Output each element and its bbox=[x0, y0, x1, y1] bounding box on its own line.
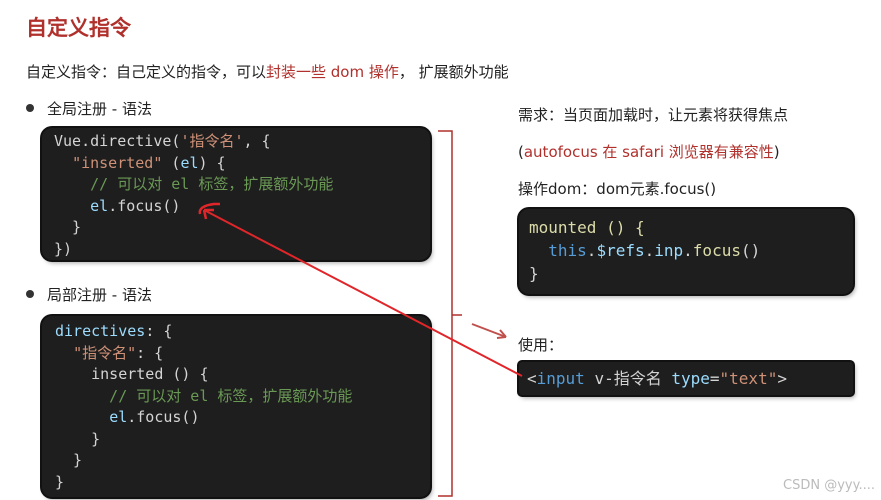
code-token: .focus() bbox=[127, 408, 200, 426]
bullet-label: 全局注册 - 语法 bbox=[47, 100, 152, 118]
compat-note-text: autofocus 在 safari 浏览器有兼容性 bbox=[523, 143, 774, 161]
code-token: // 可以对 el 标签，扩展额外功能 bbox=[54, 175, 334, 193]
code-token: } bbox=[55, 451, 83, 469]
usage-code-block: <input v-指令名 type="text"> bbox=[519, 362, 853, 395]
bullet-dot bbox=[26, 103, 34, 112]
code-token: $refs bbox=[596, 241, 645, 260]
watermark: CSDN @yyy.... bbox=[783, 478, 875, 493]
code-token: '指令名' bbox=[180, 132, 244, 150]
code-token: el bbox=[109, 408, 128, 426]
code-token: "text" bbox=[719, 369, 778, 388]
code-token: input bbox=[536, 369, 585, 388]
code-token: directives bbox=[55, 322, 146, 340]
code-line: this.$refs.inp.focus() bbox=[529, 239, 853, 262]
requirement-text: 需求：当页面加载时，让元素将获得焦点 bbox=[518, 106, 789, 124]
intro-highlight: 封装一些 dom 操作 bbox=[266, 63, 399, 81]
code-line: } bbox=[529, 262, 853, 285]
usage-pointer-arrow bbox=[471, 323, 507, 338]
code-token: this bbox=[548, 241, 587, 260]
code-token: } bbox=[54, 218, 82, 236]
underline-mark bbox=[198, 202, 220, 215]
code-token: . bbox=[644, 241, 655, 260]
code-line: <input v-指令名 type="text"> bbox=[527, 367, 853, 390]
code-token: inp bbox=[654, 241, 684, 260]
code-token: , { bbox=[243, 132, 271, 150]
mounted-code-block: mounted () { this.$refs.inp.focus()} bbox=[519, 209, 853, 294]
code-token: > bbox=[777, 369, 787, 388]
bullet-global: 全局注册 - 语法 bbox=[26, 98, 152, 119]
arrow-head-icon bbox=[202, 208, 214, 220]
bullet-dot bbox=[26, 289, 34, 298]
code-line: } bbox=[55, 450, 430, 472]
intro-prefix: 自定义指令：自己定义的指令，可以 bbox=[26, 63, 267, 81]
code-line: inserted () { bbox=[55, 364, 430, 386]
code-line: } bbox=[55, 472, 430, 494]
code-token: } bbox=[55, 429, 101, 448]
code-token: ) { bbox=[198, 153, 226, 172]
slide-title: 自定义指令 bbox=[26, 16, 131, 40]
dom-op-text: 操作dom：dom元素.focus() bbox=[518, 180, 717, 198]
local-code-block: directives: { "指令名": { inserted () { // … bbox=[42, 316, 430, 497]
code-token: .focus() bbox=[108, 196, 181, 215]
code-token: : { bbox=[145, 322, 173, 340]
code-token: mounted () { bbox=[529, 218, 645, 237]
code-line: }) bbox=[54, 239, 430, 261]
code-line: el.focus() bbox=[54, 196, 430, 218]
code-token: ( bbox=[162, 153, 181, 172]
code-token: : { bbox=[136, 343, 164, 362]
global-code-block: Vue.directive('指令名', { "inserted" (el) {… bbox=[42, 128, 430, 260]
code-line: } bbox=[54, 217, 430, 239]
code-token: type bbox=[671, 369, 710, 388]
code-line: // 可以对 el 标签，扩展额外功能 bbox=[54, 174, 430, 196]
code-token: el bbox=[180, 153, 199, 172]
code-token: . bbox=[683, 241, 693, 260]
intro-text: 自定义指令：自己定义的指令，可以封装一些 dom 操作， 扩展额外功能 bbox=[26, 61, 509, 82]
arrow-head-icon bbox=[496, 329, 507, 339]
paren: ( bbox=[518, 143, 524, 161]
code-token: }) bbox=[54, 239, 73, 258]
code-line: "inserted" (el) { bbox=[54, 153, 430, 175]
intro-suffix: ， 扩展额外功能 bbox=[398, 63, 509, 81]
code-token: v-指令名 bbox=[584, 369, 672, 388]
bullet-label: 局部注册 - 语法 bbox=[47, 286, 152, 304]
code-token: el bbox=[90, 196, 109, 215]
code-token: // 可以对 el 标签，扩展额外功能 bbox=[55, 386, 353, 405]
code-line: mounted () { bbox=[529, 216, 853, 239]
code-token: Vue.directive( bbox=[54, 132, 181, 150]
code-token: } bbox=[529, 264, 539, 283]
bullet-local: 局部注册 - 语法 bbox=[26, 284, 152, 305]
code-token: () bbox=[740, 241, 761, 260]
code-token: "inserted" bbox=[72, 153, 163, 172]
compat-note: (autofocus 在 safari 浏览器有兼容性) bbox=[518, 141, 780, 162]
code-line: directives: { bbox=[55, 321, 430, 343]
usage-label: 使用： bbox=[518, 336, 564, 354]
annotation-arrow-line bbox=[203, 209, 523, 377]
code-token: inserted () { bbox=[55, 365, 209, 383]
code-token: < bbox=[527, 369, 537, 388]
code-line: "指令名": { bbox=[55, 343, 430, 365]
code-token: "指令名" bbox=[73, 343, 137, 362]
code-line: Vue.directive('指令名', { bbox=[54, 131, 430, 153]
paren: ) bbox=[773, 143, 780, 161]
code-token: focus bbox=[692, 241, 741, 260]
code-token: } bbox=[55, 472, 65, 491]
code-line: el.focus() bbox=[55, 407, 430, 429]
code-line: } bbox=[55, 429, 430, 451]
bracket bbox=[438, 130, 462, 497]
code-line: // 可以对 el 标签，扩展额外功能 bbox=[55, 386, 430, 408]
code-token: . bbox=[586, 241, 597, 260]
code-token: = bbox=[709, 369, 720, 388]
